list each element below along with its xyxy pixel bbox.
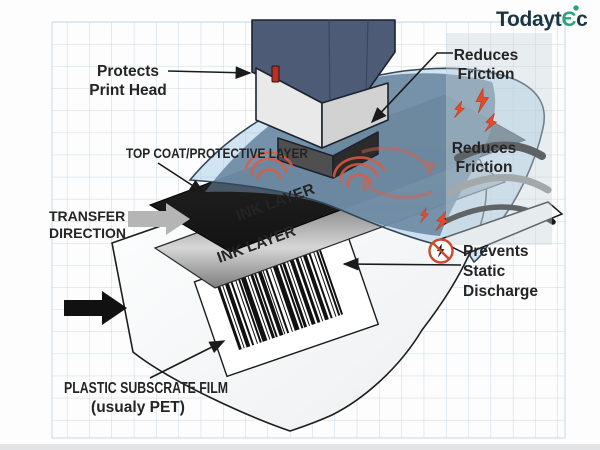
no-static-icon — [428, 238, 454, 264]
leader-top-coat — [157, 162, 206, 194]
label-reduces-lower-line1: Reduces — [452, 140, 517, 157]
label-protects-line1: Protects — [97, 63, 159, 80]
heat-waves — [244, 151, 386, 188]
label-substrate-line2: (usualy PET) — [91, 399, 185, 416]
logo: TodaytЄc — [496, 5, 588, 31]
leader-substrate — [149, 340, 226, 379]
friction-highlight-band — [446, 33, 552, 245]
logo-text-accent: Є — [561, 8, 576, 31]
leader-protects — [167, 66, 252, 80]
label-substrate-line1: PLASTIC SUBSCRATE FILM — [64, 380, 228, 397]
label-prevents-line2: Static — [463, 263, 506, 280]
label-reduces-upper-line2: Friction — [458, 66, 515, 83]
label-reduces-upper-line1: Reduces — [454, 47, 519, 64]
label-top-coat: TOP COAT/PROTECTIVE LAYER — [126, 145, 308, 161]
logo-text-primary: Todayt — [496, 8, 562, 31]
leader-reduces-friction — [370, 52, 453, 124]
feed-arrow — [64, 291, 127, 325]
label-prevents-line1: Prevents — [463, 243, 528, 260]
label-transfer-line2: DIRECTION — [49, 225, 126, 241]
svg-text:TodaytЄc: TodaytЄc — [496, 8, 588, 31]
print-head-led — [271, 65, 280, 83]
leader-prevents-static — [342, 257, 462, 271]
label-prevents-line3: Discharge — [463, 283, 538, 300]
annotations: Protects Print Head TOP COAT/PROTECTIVE … — [49, 47, 538, 416]
label-reduces-lower-line2: Friction — [456, 159, 513, 176]
film-edge-flap — [436, 201, 564, 255]
logo-dot-icon — [573, 5, 579, 11]
bottom-margin-strip — [0, 444, 600, 450]
print-head — [251, 19, 396, 179]
logo-text-suffix: c — [576, 8, 588, 31]
rotation-arrows — [361, 146, 436, 199]
label-transfer-line1: TRANSFER — [49, 208, 125, 224]
label-protects-line2: Print Head — [89, 82, 167, 99]
transfer-direction-arrow — [128, 203, 190, 235]
